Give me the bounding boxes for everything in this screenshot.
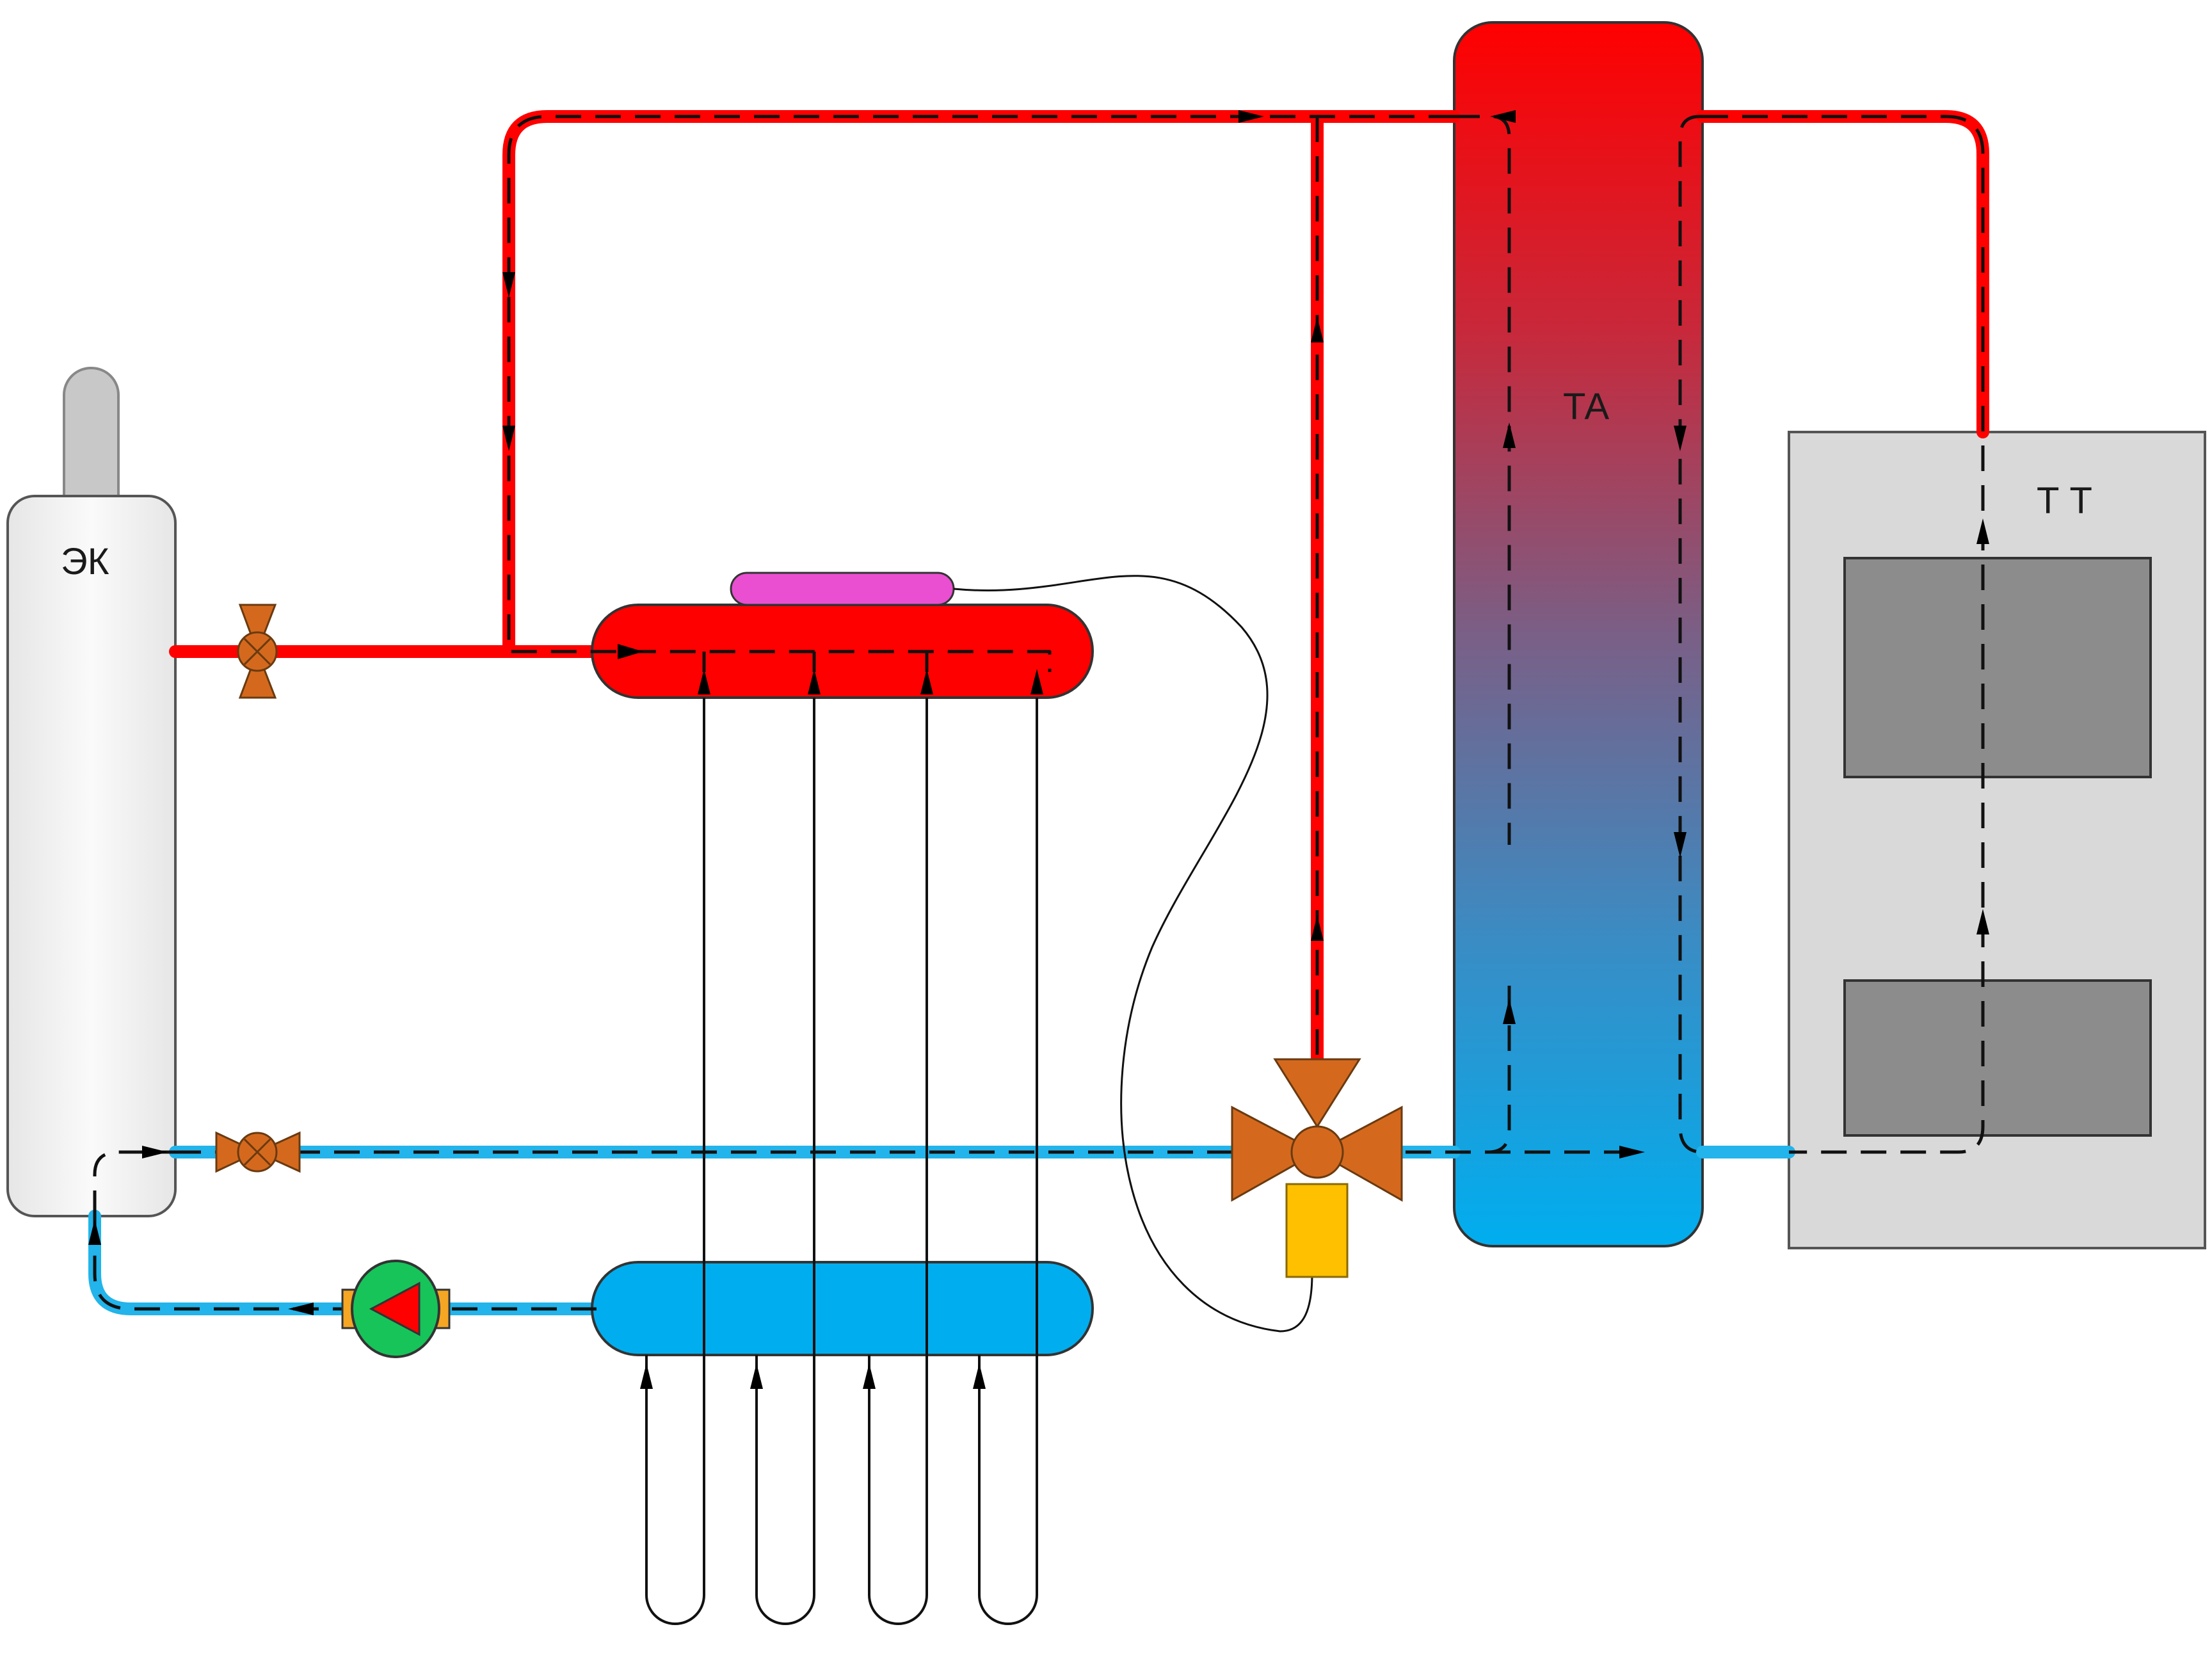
flow-arrows xyxy=(88,110,1989,1389)
floor-loop-4 xyxy=(978,1262,1038,1625)
flow-pump-line xyxy=(93,1216,597,1311)
electric-boiler: ЭК xyxy=(6,367,177,1217)
arrow-tank-left-up-2 xyxy=(1503,998,1516,1024)
three-way-mixing-valve[interactable] xyxy=(1231,1058,1403,1278)
circulation-pump[interactable] xyxy=(341,1260,451,1358)
flow-tank-right xyxy=(1678,115,1703,1154)
flow-manifold-inner xyxy=(702,652,929,672)
solid-fuel-boiler: Т Т xyxy=(1788,431,2206,1249)
arrow-tank-right-down-2 xyxy=(1674,832,1687,858)
floor-loop-2 xyxy=(755,1262,815,1625)
cold-manifold xyxy=(591,1261,1094,1356)
arrow-manifold-up-2 xyxy=(808,669,821,694)
buffer-tank: ТА xyxy=(1453,21,1704,1247)
floor-loop-1 xyxy=(645,1262,705,1625)
arrow-boiler-up xyxy=(88,1219,101,1245)
arrow-loop-up-4 xyxy=(973,1363,986,1389)
hot-solid-fuel-line xyxy=(1696,110,1989,438)
solid-fuel-boiler-label: Т Т xyxy=(2037,480,2092,522)
flow-boiler-entry xyxy=(93,1150,175,1216)
arrow-riser-up-2 xyxy=(1311,915,1324,941)
arrow-hot-left xyxy=(1238,110,1264,123)
arrow-tank-bottom-right xyxy=(1619,1146,1645,1158)
arrow-manifold-up-3 xyxy=(920,669,933,694)
arrow-loop-up-2 xyxy=(750,1363,763,1389)
arrow-riser-up-1 xyxy=(1311,317,1324,342)
arrow-manifold-right xyxy=(618,644,643,659)
flow-hot-main xyxy=(507,115,1454,672)
arrow-tt-up-2 xyxy=(1976,909,1989,934)
hot-ball-valve[interactable] xyxy=(237,604,278,699)
boiler-lower-chamber xyxy=(1843,979,2152,1137)
arrow-manifold-up-1 xyxy=(698,669,710,694)
flow-solid-fuel-up xyxy=(1703,115,1985,1154)
underfloor-loops xyxy=(645,698,1038,1625)
arrow-down-1 xyxy=(502,272,515,298)
boiler-upper-chamber xyxy=(1843,557,2152,778)
hot-pipes xyxy=(169,110,1989,1082)
arrow-tank-left-up-1 xyxy=(1503,422,1516,448)
sensor-wire xyxy=(953,575,1313,1333)
floor-loop-3 xyxy=(868,1262,928,1625)
arrow-tank-top-left xyxy=(1490,110,1516,123)
arrow-loop-up-1 xyxy=(640,1363,653,1389)
arrow-manifold-up-4 xyxy=(1030,669,1043,694)
electric-boiler-label: ЭК xyxy=(61,541,109,582)
arrow-pump-left xyxy=(288,1302,314,1315)
temperature-sensor xyxy=(730,572,955,606)
arrow-down-2 xyxy=(502,426,515,451)
cold-ball-valve[interactable] xyxy=(215,1131,301,1173)
buffer-tank-label: ТА xyxy=(1563,386,1610,428)
pump-direction-icon xyxy=(369,1281,421,1336)
arrow-tt-up-1 xyxy=(1976,518,1989,544)
arrow-loop-up-3 xyxy=(863,1363,876,1389)
flow-tank-left xyxy=(1454,115,1511,845)
arrow-boiler-entry xyxy=(142,1146,168,1158)
servo-actuator xyxy=(1285,1183,1349,1278)
arrow-tank-right-down-1 xyxy=(1674,426,1687,451)
